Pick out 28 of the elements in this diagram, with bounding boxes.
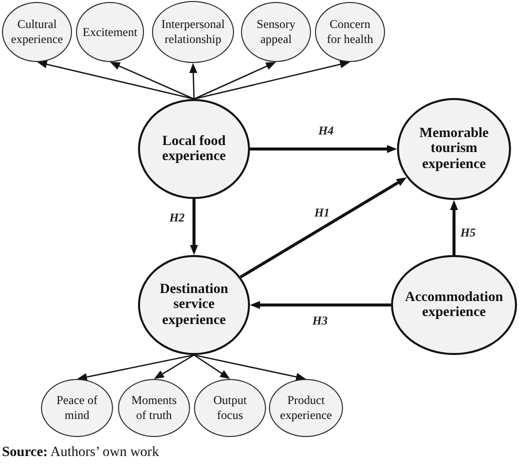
node-label: Output focus [212, 393, 248, 423]
node-label: Concern for health [326, 17, 374, 47]
node-label: Destination service experience [158, 282, 230, 328]
node-label: Product experience [279, 393, 333, 423]
arrow [190, 199, 198, 255]
arrow [250, 145, 397, 153]
arrow [194, 354, 306, 381]
arrow [194, 354, 230, 379]
node-label: Peace of mind [56, 393, 98, 423]
node-label: Excitement [82, 24, 138, 40]
node-label: Cultural experience [10, 17, 64, 47]
node-label: Memorable tourism experience [418, 126, 490, 172]
arrow [110, 62, 194, 100]
arrow [240, 177, 407, 278]
arrow [194, 62, 276, 100]
arrow [189, 63, 198, 100]
arrow [36, 60, 194, 100]
arrow [194, 60, 350, 100]
arrow [450, 200, 458, 255]
node-label: Moments of truth [130, 393, 178, 423]
node-label: Accommodation experience [404, 290, 504, 320]
node-label: Local food experience [161, 134, 227, 164]
node-label: Interpersonal relationship [160, 17, 226, 47]
source-caption: Source: Authors’ own work [2, 445, 159, 461]
arrow [77, 354, 194, 381]
node-label: Sensory appeal [256, 17, 296, 47]
arrow [154, 354, 194, 379]
arrow [250, 301, 391, 309]
